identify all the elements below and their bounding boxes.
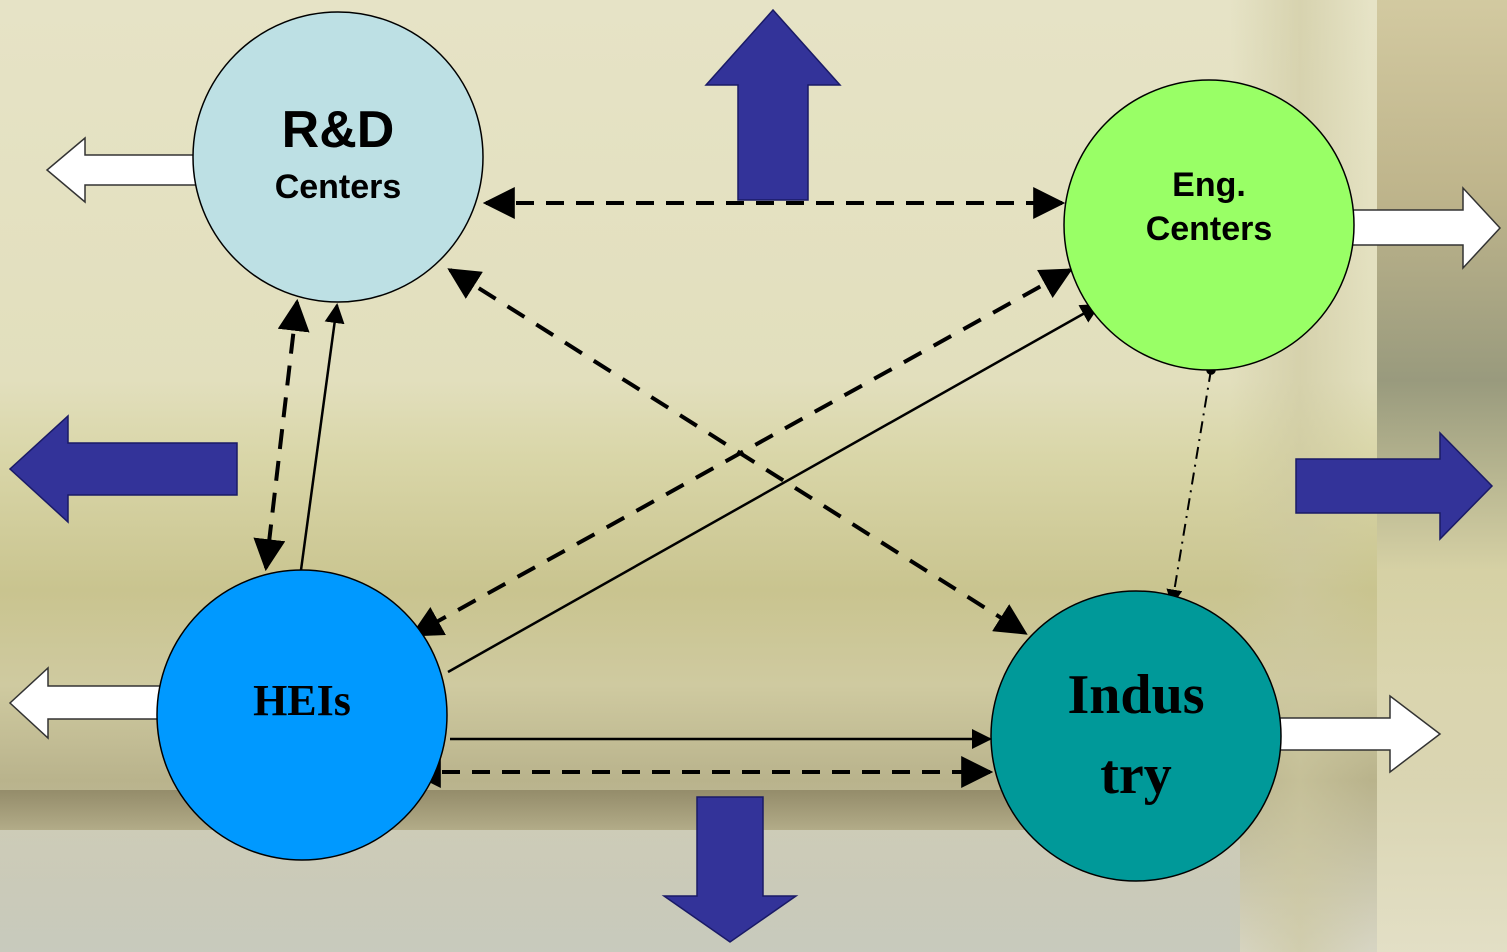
connector-heis-eng-solid bbox=[447, 303, 1101, 674]
node-industry: Indus try bbox=[990, 590, 1282, 882]
rd-centers-title: R&D bbox=[282, 101, 395, 159]
heis-label: HEIs bbox=[253, 676, 351, 725]
block-arrow-right bbox=[1295, 431, 1494, 541]
block-arrow-up bbox=[704, 8, 842, 201]
connector-rd-industry-dashed bbox=[447, 268, 1028, 635]
connector-heis-rd-solid bbox=[299, 303, 345, 571]
outline-arrow-rd-left bbox=[45, 136, 201, 204]
rd-centers-subtitle: Centers bbox=[275, 168, 402, 206]
block-arrow-down bbox=[661, 796, 799, 943]
node-rd-centers: R&D Centers bbox=[192, 11, 484, 303]
connector-eng-industry-dashdot bbox=[1166, 365, 1216, 606]
outline-arrow-industry-right bbox=[1279, 694, 1442, 774]
connector-rd-heis-dashed bbox=[253, 298, 310, 572]
node-eng-centers: Eng. Centers bbox=[1063, 79, 1355, 371]
outline-arrow-heis-left bbox=[8, 666, 161, 740]
industry-label-line1: Indus bbox=[1067, 664, 1204, 726]
background-water bbox=[0, 830, 1240, 952]
block-arrow-left bbox=[8, 414, 238, 524]
eng-centers-title: Eng. bbox=[1172, 166, 1246, 204]
node-heis: HEIs bbox=[156, 569, 448, 861]
industry-label-line2: try bbox=[1100, 744, 1172, 806]
connector-eng-heis-dashed bbox=[410, 268, 1073, 637]
eng-centers-subtitle: Centers bbox=[1146, 210, 1273, 248]
outline-arrow-eng-right bbox=[1347, 186, 1502, 270]
